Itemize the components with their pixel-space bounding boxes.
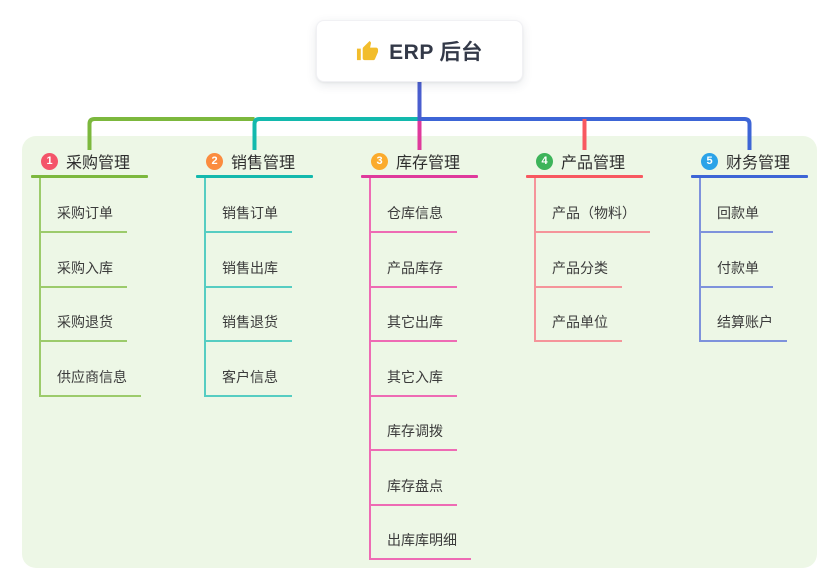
child-node[interactable]: 销售出库 <box>204 256 292 288</box>
root-label: ERP 后台 <box>389 41 483 64</box>
branch-label: 库存管理 <box>396 155 461 172</box>
branch-node-purchase[interactable]: 1 采购管理 <box>31 144 191 175</box>
child-node[interactable]: 采购订单 <box>39 201 127 233</box>
child-node[interactable]: 销售退货 <box>204 310 292 342</box>
badge-number-icon: 5 <box>701 152 718 170</box>
child-node[interactable]: 产品单位 <box>534 310 622 342</box>
branch-vertical-line <box>534 178 536 342</box>
child-node[interactable]: 库存调拨 <box>369 419 457 451</box>
child-node[interactable]: 销售订单 <box>204 201 292 233</box>
badge-number-icon: 3 <box>371 152 388 170</box>
child-node[interactable]: 回款单 <box>699 201 773 233</box>
badge-number-icon: 4 <box>536 152 553 170</box>
child-node[interactable]: 出库库明细 <box>369 528 471 560</box>
branch-column-inventory: 3 库存管理仓库信息产品库存其它出库其它入库库存调拨库存盘点出库库明细 <box>361 144 521 560</box>
branches-panel <box>22 136 817 568</box>
child-node[interactable]: 产品（物料） <box>534 201 650 233</box>
branch-column-finance: 5 财务管理回款单付款单结算账户 <box>691 144 839 342</box>
branch-underline <box>361 175 478 178</box>
branch-node-inventory[interactable]: 3 库存管理 <box>361 144 521 175</box>
branch-underline <box>526 175 643 178</box>
branch-node-finance[interactable]: 5 财务管理 <box>691 144 839 175</box>
branch-label: 产品管理 <box>561 155 626 172</box>
child-node[interactable]: 客户信息 <box>204 365 292 397</box>
branch-column-product: 4 产品管理产品（物料） 产品分类产品单位 <box>526 144 686 342</box>
child-node[interactable]: 付款单 <box>699 256 773 288</box>
branch-column-sales: 2 销售管理销售订单销售出库销售退货客户信息 <box>196 144 356 397</box>
badge-number-icon: 2 <box>206 152 223 170</box>
branch-underline <box>691 175 808 178</box>
child-node[interactable]: 采购退货 <box>39 310 127 342</box>
branch-label: 采购管理 <box>66 155 131 172</box>
child-node[interactable]: 库存盘点 <box>369 474 457 506</box>
child-node[interactable]: 采购入库 <box>39 256 127 288</box>
child-node[interactable]: 供应商信息 <box>39 365 141 397</box>
branch-label: 财务管理 <box>726 155 791 172</box>
child-node[interactable]: 产品分类 <box>534 256 622 288</box>
branch-underline <box>196 175 313 178</box>
child-node[interactable]: 其它入库 <box>369 365 457 397</box>
badge-number-icon: 1 <box>41 152 58 170</box>
child-node[interactable]: 仓库信息 <box>369 201 457 233</box>
branch-vertical-line <box>699 178 701 342</box>
branch-column-purchase: 1 采购管理采购订单采购入库采购退货供应商信息 <box>31 144 191 397</box>
branch-node-sales[interactable]: 2 销售管理 <box>196 144 356 175</box>
branch-vertical-line <box>369 178 371 560</box>
child-node[interactable]: 产品库存 <box>369 256 457 288</box>
child-node[interactable]: 结算账户 <box>699 310 787 342</box>
root-node-erp[interactable]: ERP 后台 <box>316 20 523 82</box>
branch-node-product[interactable]: 4 产品管理 <box>526 144 686 175</box>
child-node[interactable]: 其它出库 <box>369 310 457 342</box>
thumbs-up-icon <box>357 40 379 60</box>
branch-underline <box>31 175 148 178</box>
branch-label: 销售管理 <box>231 155 296 172</box>
